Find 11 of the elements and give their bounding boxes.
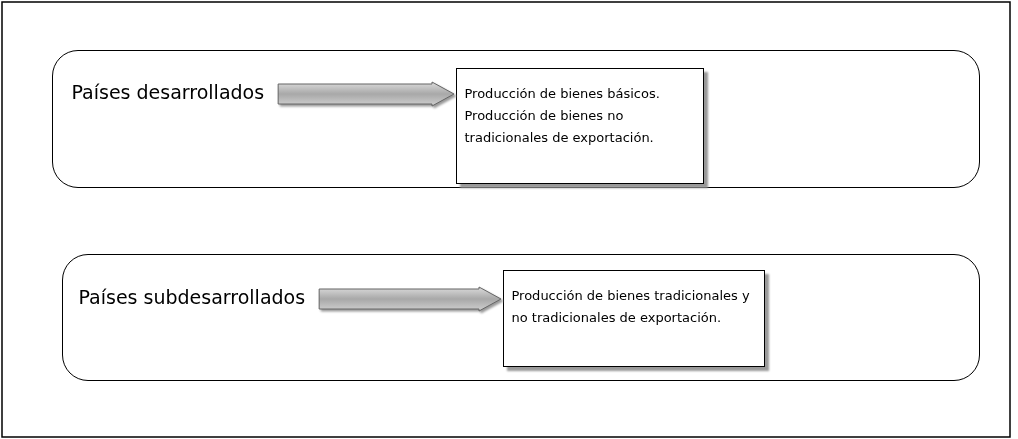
- text-line: Producción de bienes tradicionales y no tradicionales de exportación.: [511, 286, 751, 327]
- category-label: Países desarrollados: [71, 80, 265, 103]
- text-line: Producción de bienes no tradicionales de exportación.: [464, 106, 655, 147]
- block-arrow: [277, 81, 455, 107]
- rounded-panel: [52, 50, 980, 188]
- block-arrow: [318, 286, 502, 312]
- text-box: [455, 67, 704, 184]
- rounded-panel: [62, 254, 980, 381]
- text-box: [502, 269, 765, 367]
- category-label: Países subdesarrollados: [78, 285, 306, 308]
- text-line: Producción de bienes básicos.: [464, 84, 660, 103]
